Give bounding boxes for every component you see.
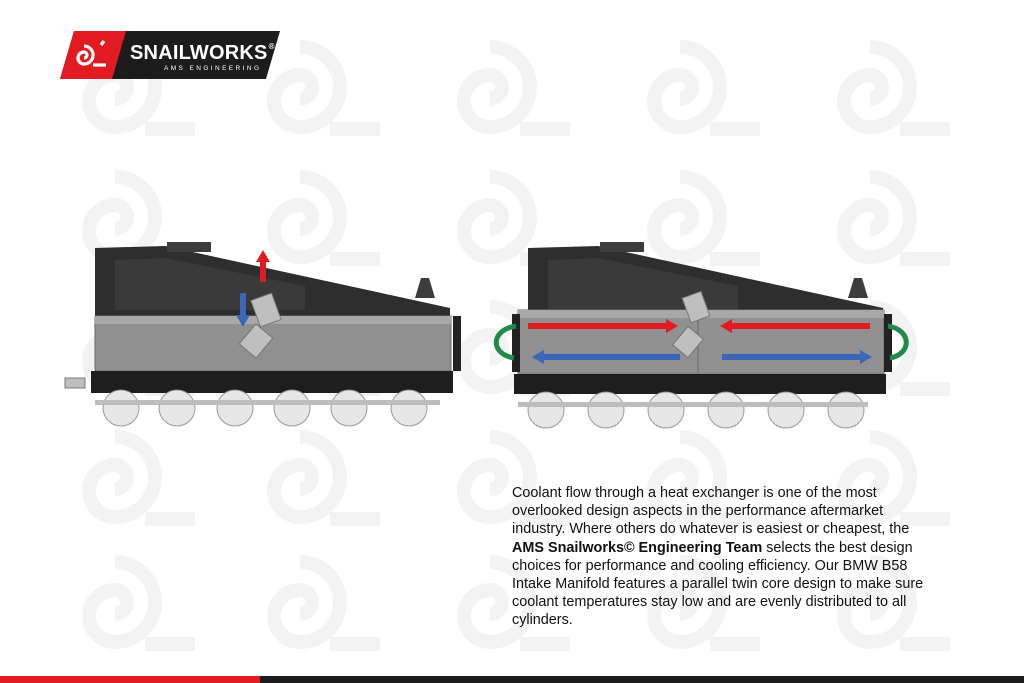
loop-arrow-right	[887, 323, 909, 361]
cold-flow-arrow-left	[532, 350, 680, 364]
heat-exchanger-panel	[94, 315, 461, 372]
manifold-diagram-serial	[64, 242, 461, 427]
hot-flow-arrow-right	[528, 319, 678, 333]
watermark-snail-icon	[647, 555, 760, 651]
watermark-snail-icon	[837, 430, 950, 526]
watermark-snail-icon	[267, 170, 380, 266]
hot-flow-arrow-left	[720, 319, 870, 333]
watermark-snail-icon	[457, 430, 570, 526]
coolant-fittings	[671, 290, 711, 359]
watermark-snail-icon	[267, 555, 380, 651]
watermark-snail-icon	[837, 170, 950, 266]
watermark-snail-icon	[267, 40, 380, 136]
watermark-snail-icon	[457, 40, 570, 136]
description-bold-team: AMS Snailworks© Engineering Team	[512, 539, 763, 556]
watermark-snail-icon	[647, 430, 760, 526]
cold-flow-arrow-down	[236, 293, 250, 327]
intake-runners	[514, 374, 886, 429]
coolant-fittings	[64, 292, 282, 389]
snail-icon	[76, 40, 106, 67]
watermark-snail-icon	[457, 555, 570, 651]
watermark-snail-icon	[647, 40, 760, 136]
snailworks-logo: SNAILWORKS® AMS ENGINEERING	[60, 31, 280, 79]
logo-wordmark: SNAILWORKS®	[130, 42, 275, 64]
loop-arrow-left	[493, 323, 517, 361]
watermark-snail-icon	[647, 170, 760, 266]
watermark-snail-icon	[837, 40, 950, 136]
logo-tagline: AMS ENGINEERING	[164, 65, 262, 72]
logo-badge	[60, 31, 280, 79]
intake-runners	[91, 371, 453, 427]
watermark-snail-icon	[267, 430, 380, 526]
bottom-bar-red-accent	[0, 676, 260, 683]
manifold-diagram-parallel	[493, 242, 909, 429]
hot-flow-arrow-up	[256, 250, 270, 282]
watermark-snail-icon	[82, 430, 195, 526]
heat-exchanger-panel	[512, 309, 892, 375]
watermark-snail-icon	[82, 555, 195, 651]
watermark-snail-icon	[837, 555, 950, 651]
bottom-bar	[0, 676, 1024, 683]
description-paragraph: Coolant flow through a heat exchanger is…	[512, 485, 924, 629]
cold-flow-arrow-right	[722, 350, 872, 364]
